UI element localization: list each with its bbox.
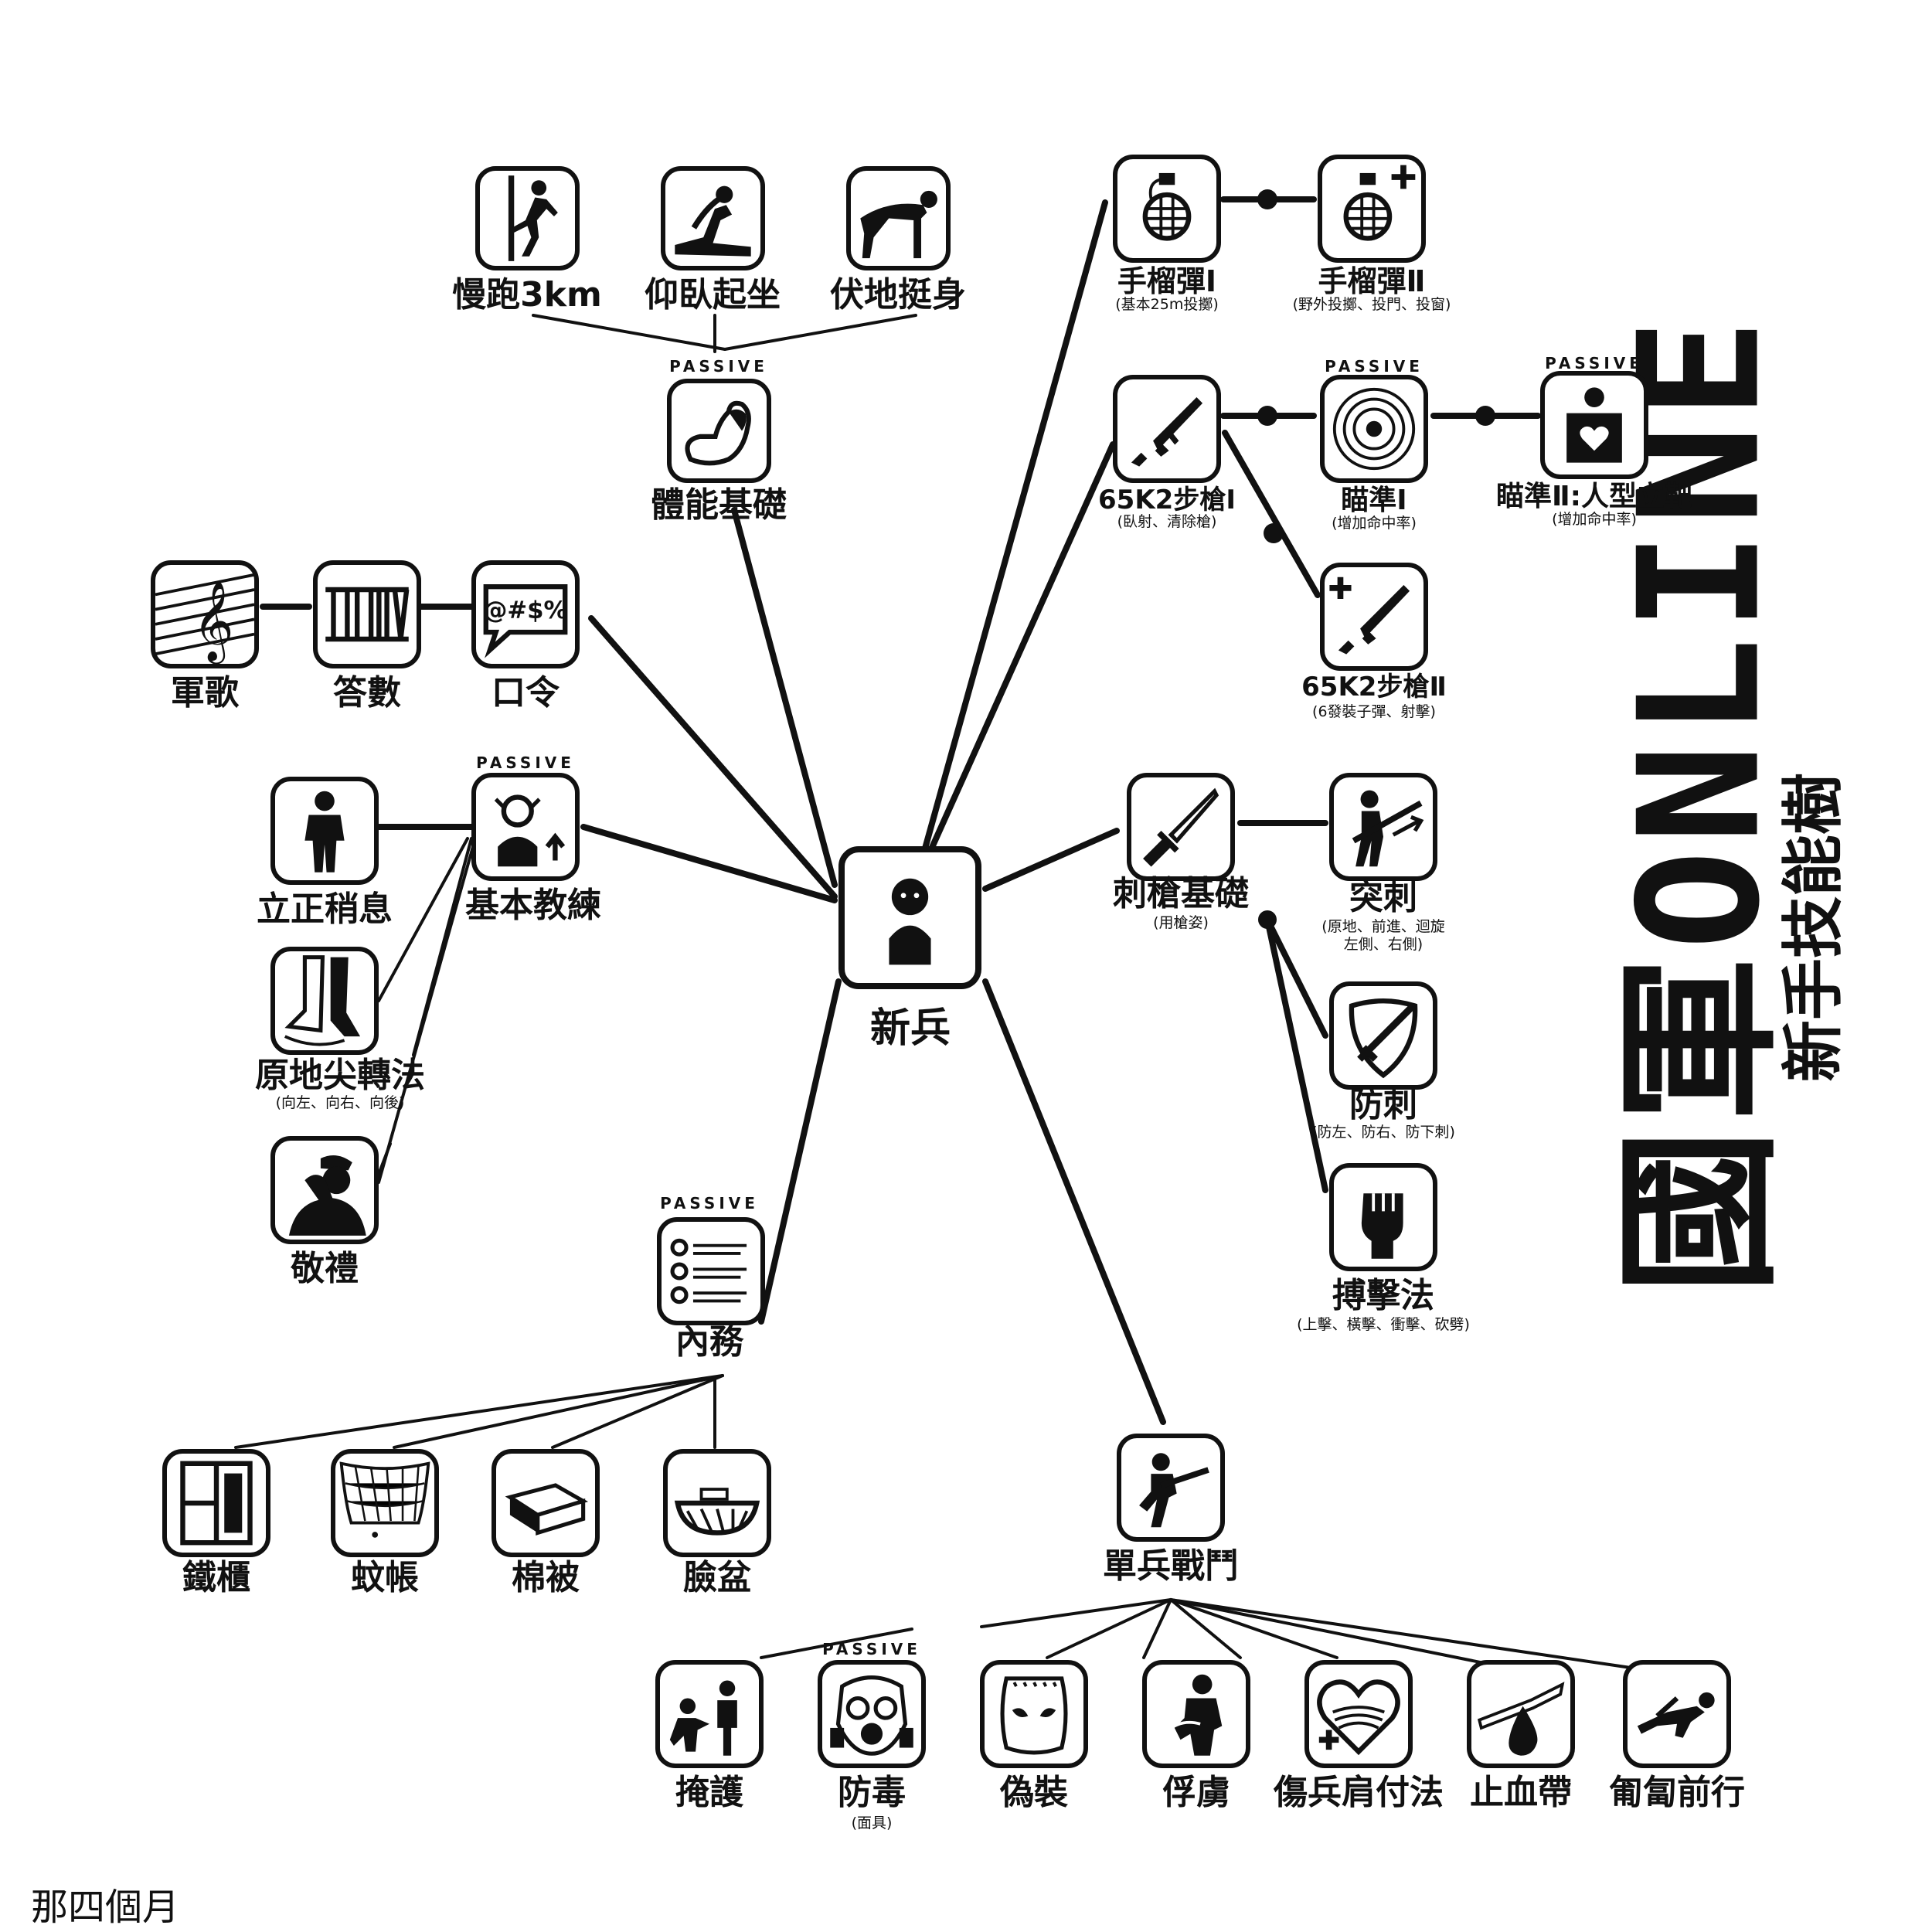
node-aim1-label: 瞄準Ⅰ xyxy=(1341,485,1407,516)
feet-turn-icon xyxy=(270,947,379,1055)
node-aim2-sub: (增加命中率) xyxy=(1552,511,1637,528)
node-jog-label: 慢跑3km xyxy=(452,275,602,315)
node-turn-label: 原地尖轉法 xyxy=(255,1056,425,1095)
passive-tag: PASSIVE xyxy=(660,1194,759,1213)
grenade-plus-icon xyxy=(1318,155,1426,263)
node-housekeeping-label: 內務 xyxy=(675,1322,743,1362)
node-parry-label: 防刺 xyxy=(1349,1085,1417,1124)
captive-icon xyxy=(1142,1660,1250,1768)
node-firstaid-label: 傷兵肩付法 xyxy=(1274,1773,1444,1812)
passive-tag: PASSIVE xyxy=(476,753,575,772)
node-camo-label: 偽裝 xyxy=(1000,1773,1068,1812)
node-aim1-sub: (增加命中率) xyxy=(1332,515,1417,532)
rifle-icon xyxy=(1113,375,1221,483)
locker-icon xyxy=(162,1449,270,1557)
camouflage-face-icon xyxy=(980,1660,1088,1768)
node-grenade2-sub: (野外投擲、投門、投窗) xyxy=(1292,296,1451,313)
node-mosquito-label: 蚊帳 xyxy=(351,1558,419,1597)
standing-soldier-icon xyxy=(270,777,379,885)
node-basin-label: 臉盆 xyxy=(683,1558,751,1597)
node-rifle1-label: 65K2步槍Ⅰ xyxy=(1098,485,1236,515)
node-strike-sub: (上擊、橫擊、衝擊、砍劈) xyxy=(1297,1316,1470,1333)
passive-tag: PASSIVE xyxy=(822,1640,921,1658)
pushup-icon xyxy=(846,166,951,270)
cover-icon xyxy=(655,1660,764,1768)
node-crawl-label: 匍匐前行 xyxy=(1609,1773,1745,1812)
node-thrust-sub: (原地、前進、迴旋 左側、右側) xyxy=(1321,918,1445,953)
heart-plus-icon xyxy=(1304,1660,1413,1768)
combat-soldier-icon xyxy=(1117,1434,1225,1542)
node-bayonet-sub: (用槍姿) xyxy=(1153,914,1209,931)
target-icon xyxy=(1320,375,1428,483)
node-gasmask-sub: (面具) xyxy=(851,1815,893,1832)
drill-icon xyxy=(471,773,580,881)
node-recruit-label: 新兵 xyxy=(869,1005,951,1052)
blood-drop-icon xyxy=(1467,1660,1575,1768)
node-tourniquet-label: 止血帶 xyxy=(1470,1773,1572,1812)
passive-tag: PASSIVE xyxy=(669,357,768,376)
node-grenade2-label: 手榴彈Ⅱ xyxy=(1318,264,1426,298)
svg-text:@#$%: @#$% xyxy=(484,597,568,624)
node-song-label: 軍歌 xyxy=(171,673,239,713)
fist-icon xyxy=(1329,1163,1437,1271)
node-pushup-label: 伏地挺身 xyxy=(830,275,966,315)
node-situp-label: 仰臥起坐 xyxy=(645,275,781,315)
human-target-icon xyxy=(1540,371,1648,479)
muscle-arm-icon xyxy=(667,379,771,483)
quilt-icon xyxy=(492,1449,600,1557)
basin-icon xyxy=(663,1449,771,1557)
node-aim2-label: 瞄準Ⅱ:人型立靶 xyxy=(1495,481,1693,512)
gas-mask-icon xyxy=(818,1660,926,1768)
node-thrust-label: 突刺 xyxy=(1349,878,1417,917)
checklist-icon xyxy=(657,1217,765,1325)
svg-text:𝄞: 𝄞 xyxy=(193,580,234,664)
node-parry-sub: (防左、防右、防下刺) xyxy=(1311,1124,1455,1141)
node-gasmask-label: 防毒 xyxy=(838,1773,906,1812)
runner-icon xyxy=(475,166,580,270)
node-command-label: 口令 xyxy=(492,673,560,713)
node-drill-label: 基本教練 xyxy=(465,886,601,925)
grenade-icon xyxy=(1113,155,1221,263)
node-turn-sub: (向左、向右、向後) xyxy=(275,1094,405,1111)
rifle-plus-icon xyxy=(1320,563,1428,671)
author-signature: 那四個月 xyxy=(31,1886,180,1929)
speech-bubble-icon: @#$% xyxy=(471,560,580,668)
situp-icon xyxy=(661,166,765,270)
salute-icon xyxy=(270,1136,379,1244)
node-count-label: 答數 xyxy=(333,673,401,713)
shield-sword-icon xyxy=(1329,981,1437,1090)
crawl-icon xyxy=(1623,1660,1731,1768)
node-rifle1-sub: (臥射、清除槍) xyxy=(1117,513,1217,530)
node-strike-label: 搏擊法 xyxy=(1332,1276,1434,1315)
recruit-icon xyxy=(838,846,981,989)
mosquito-net-icon xyxy=(331,1449,439,1557)
node-physical-label: 體能基礎 xyxy=(651,485,787,525)
node-grenade1-label: 手榴彈Ⅰ xyxy=(1117,264,1217,298)
node-attention-label: 立正稍息 xyxy=(257,889,393,929)
node-salute-label: 敬禮 xyxy=(291,1249,359,1288)
node-quilt-label: 棉被 xyxy=(512,1558,580,1597)
node-rifle2-label: 65K2步槍Ⅱ xyxy=(1301,672,1447,702)
node-cover-label: 掩護 xyxy=(675,1773,743,1812)
node-combat-label: 單兵戰鬥 xyxy=(1103,1546,1239,1586)
passive-tag: PASSIVE xyxy=(1545,354,1644,372)
passive-tag: PASSIVE xyxy=(1325,357,1423,376)
node-grenade1-sub: (基本25m投擲) xyxy=(1115,296,1219,313)
thrust-icon xyxy=(1329,773,1437,881)
treble-clef-icon: 𝄞 xyxy=(151,560,259,668)
node-locker-label: 鐵櫃 xyxy=(182,1558,250,1597)
node-captive-label: 俘虜 xyxy=(1162,1773,1230,1812)
subtitle: 新手技能樹 xyxy=(1777,773,1849,1082)
roman-numerals-icon xyxy=(313,560,421,668)
node-bayonet-label: 刺槍基礎 xyxy=(1113,874,1249,913)
bayonet-icon xyxy=(1127,773,1235,881)
node-rifle2-sub: (6發裝子彈、射擊) xyxy=(1312,703,1436,720)
